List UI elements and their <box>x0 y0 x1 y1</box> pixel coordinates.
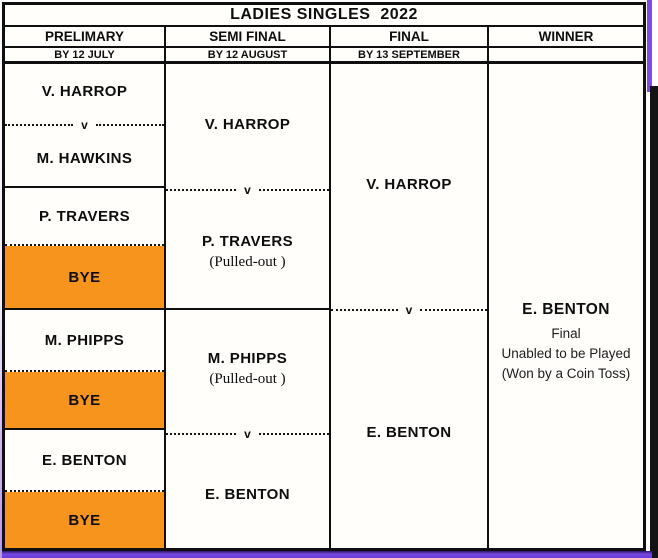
column-header-row: PRELIMARY SEMI FINAL FINAL WINNER <box>5 27 643 48</box>
column-header-final: FINAL <box>331 27 489 46</box>
dotted-line <box>420 309 487 311</box>
semifinal-match-2: M. PHIPPS (Pulled-out ) v E. BENTON <box>166 310 329 548</box>
player-name: M. HAWKINS <box>36 150 133 167</box>
window-edge-left <box>0 0 2 558</box>
versus-label: v <box>244 427 251 441</box>
bye-cell: BYE <box>5 492 164 548</box>
dotted-line <box>258 433 329 435</box>
dotted-line <box>166 433 237 435</box>
column-prelimary: V. HARROP v M. HAWKINS P. TRAVERS BYE M.… <box>5 64 166 548</box>
dotted-line <box>5 124 74 126</box>
winner-note-cointoss: (Won by a Coin Toss) <box>501 365 631 381</box>
semifinal-player-1: M. PHIPPS (Pulled-out ) <box>166 310 329 428</box>
pulled-out-note: (Pulled-out ) <box>209 254 286 270</box>
semifinal-player-2: P. TRAVERS (Pulled-out ) <box>166 196 329 308</box>
deadline-prelimary: BY 12 JULY <box>5 48 166 61</box>
player-name: E. BENTON <box>204 485 290 503</box>
bye-cell: BYE <box>5 372 164 430</box>
prelim-match-1: V. HARROP v M. HAWKINS <box>5 64 164 188</box>
window-edge-bottom-purple <box>0 551 652 558</box>
player-name: P. TRAVERS <box>5 188 164 246</box>
deadline-final: BY 13 SEPTEMBER <box>331 48 489 61</box>
versus-label: v <box>81 118 88 132</box>
player-name: V. HARROP <box>41 83 128 100</box>
versus-label: v <box>244 183 251 197</box>
player-name: V. HARROP <box>204 115 291 133</box>
column-header-winner: WINNER <box>538 29 594 44</box>
dotted-line <box>258 189 329 191</box>
deadline-winner <box>489 48 643 61</box>
semifinal-match-1: V. HARROP v P. TRAVERS (Pulled-out ) <box>166 64 329 310</box>
column-semifinal: V. HARROP v P. TRAVERS (Pulled-out ) M. … <box>166 64 331 548</box>
versus-divider: v <box>166 184 329 196</box>
dotted-line <box>166 189 237 191</box>
winner-name: E. BENTON <box>522 300 610 318</box>
window-edge-right-black <box>650 86 658 558</box>
player-name: M. PHIPPS <box>207 350 288 367</box>
window-edge-right-purple <box>647 0 652 92</box>
column-winner: E. BENTON Final Unabled to be Played (Wo… <box>489 64 643 548</box>
winner-cell: E. BENTON Final Unabled to be Played (Wo… <box>489 64 643 548</box>
pulled-out-note: (Pulled-out ) <box>209 371 286 387</box>
column-header-prelimary: PRELIMARY <box>5 27 166 46</box>
versus-divider: v <box>5 119 164 131</box>
bracket-body: V. HARROP v M. HAWKINS P. TRAVERS BYE M.… <box>5 64 643 548</box>
player-name: V. HARROP <box>366 175 452 193</box>
player-name: P. TRAVERS <box>202 233 293 250</box>
deadline-row: BY 12 JULY BY 12 AUGUST BY 13 SEPTEMBER <box>5 48 643 64</box>
versus-divider: v <box>166 428 329 440</box>
dotted-line <box>331 309 398 311</box>
versus-label: v <box>405 303 413 317</box>
player-name: E. BENTON <box>5 430 164 492</box>
column-header-semifinal: SEMI FINAL <box>166 27 331 46</box>
dotted-line <box>95 124 164 126</box>
bye-cell: BYE <box>5 246 164 310</box>
winner-note-unplayed: Unabled to be Played <box>501 345 631 361</box>
player-name: M. PHIPPS <box>5 310 164 372</box>
page-title: LADIES SINGLES 2022 <box>5 5 643 27</box>
deadline-semifinal: BY 12 AUGUST <box>166 48 331 61</box>
winner-note-final: Final <box>551 325 581 341</box>
bracket-table: LADIES SINGLES 2022 PRELIMARY SEMI FINAL… <box>2 2 646 551</box>
player-name: E. BENTON <box>366 423 452 441</box>
winner-block: E. BENTON Final Unabled to be Played (Wo… <box>501 301 630 384</box>
versus-divider: v <box>331 304 487 316</box>
column-final: V. HARROP v E. BENTON <box>331 64 489 548</box>
